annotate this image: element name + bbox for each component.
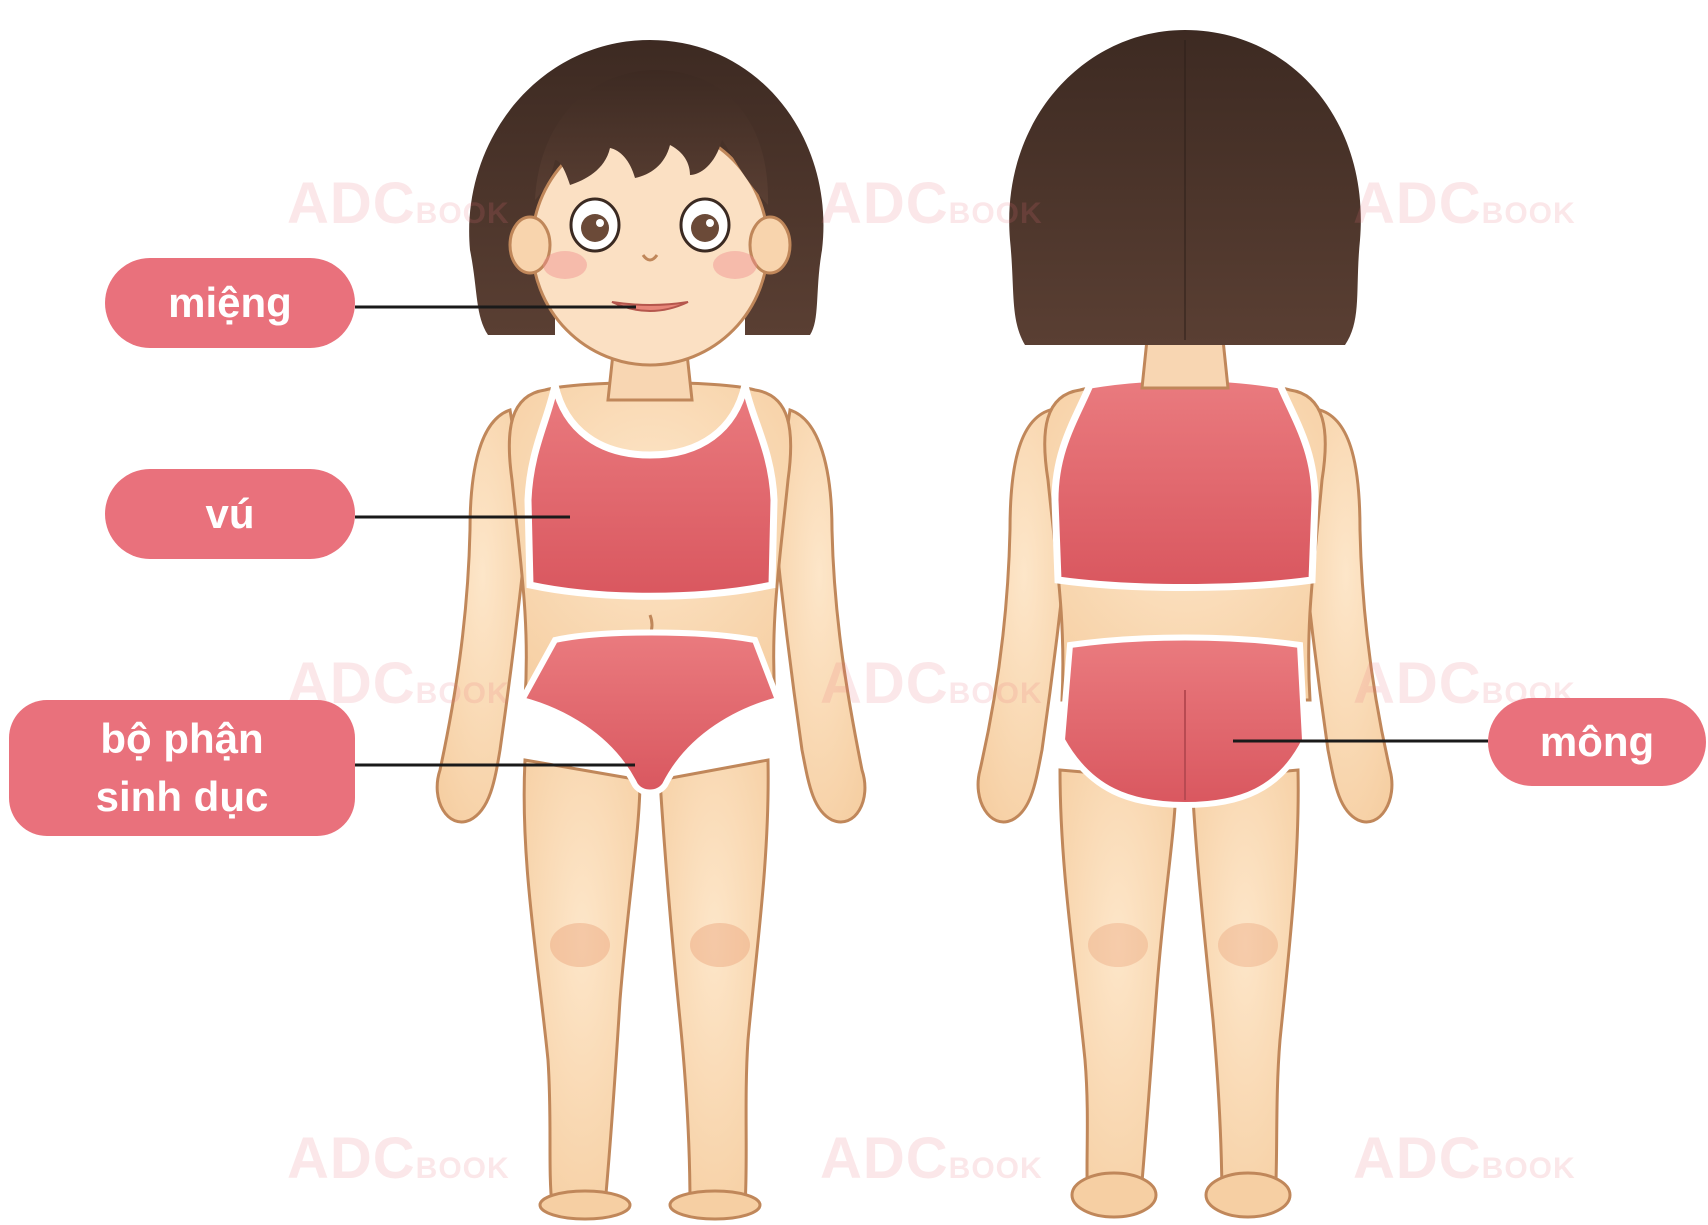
- label-genitals: bộ phận sinh dục: [9, 700, 355, 836]
- back-right-foot: [1206, 1173, 1290, 1217]
- back-underwear: [1062, 638, 1305, 806]
- back-knee-blush: [1088, 923, 1148, 967]
- front-knee-blush: [550, 923, 610, 967]
- front-left-foot: [540, 1191, 630, 1219]
- front-knee-blush: [690, 923, 750, 967]
- label-breast-text: vú: [205, 485, 254, 543]
- label-mouth-text: miệng: [168, 274, 292, 332]
- watermark: ADCBOOK: [1353, 1125, 1576, 1192]
- front-right-foot: [670, 1191, 760, 1219]
- back-crop-top: [1055, 378, 1315, 588]
- watermark: ADCBOOK: [820, 650, 1043, 717]
- label-buttocks-text: mông: [1540, 713, 1654, 771]
- label-breast: vú: [105, 469, 355, 559]
- back-right-leg: [1192, 770, 1298, 1205]
- label-buttocks: mông: [1488, 698, 1706, 786]
- watermark: ADCBOOK: [1353, 170, 1576, 237]
- watermark: ADCBOOK: [820, 1125, 1043, 1192]
- label-genitals-line2: sinh dục: [96, 768, 269, 826]
- front-pupil: [581, 214, 609, 242]
- watermark: ADCBOOK: [287, 170, 510, 237]
- back-left-foot: [1072, 1173, 1156, 1217]
- front-pupil: [691, 214, 719, 242]
- watermark: ADCBOOK: [820, 170, 1043, 237]
- label-mouth: miệng: [105, 258, 355, 348]
- front-left-leg: [524, 760, 640, 1205]
- label-genitals-line1: bộ phận: [96, 710, 269, 768]
- front-cheek: [543, 251, 587, 279]
- back-knee-blush: [1218, 923, 1278, 967]
- watermark: ADCBOOK: [287, 1125, 510, 1192]
- back-left-leg: [1060, 770, 1176, 1205]
- front-cheek: [713, 251, 757, 279]
- front-right-leg: [660, 760, 768, 1205]
